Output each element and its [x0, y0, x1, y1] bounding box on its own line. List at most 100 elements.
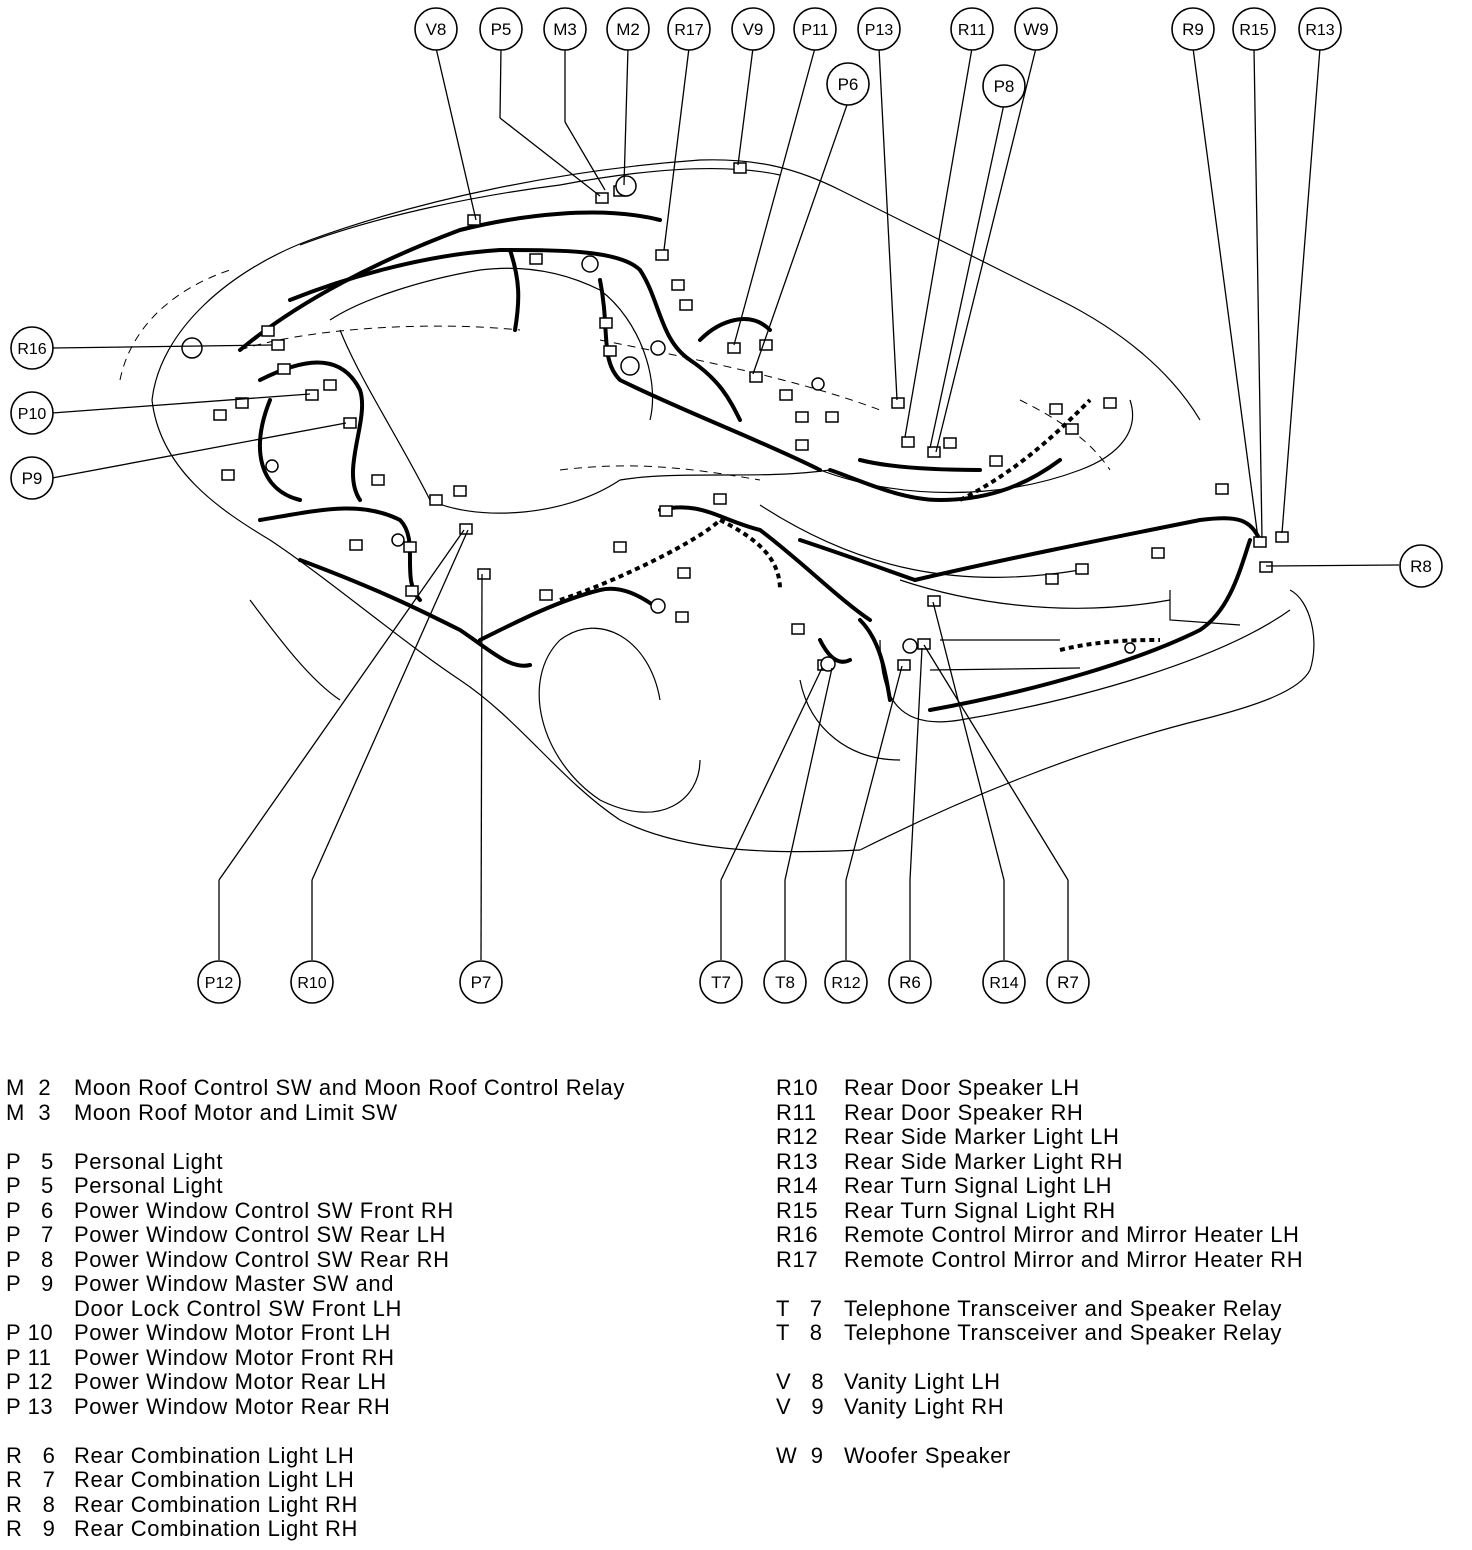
legend-description: Rear Door Speaker RH: [844, 1099, 1084, 1125]
leader-lines: [51, 47, 1400, 961]
callout-p11: P11: [793, 7, 837, 51]
callout-label: P7: [471, 973, 492, 992]
callout-t7: T7: [699, 960, 743, 1004]
callout-label: T8: [775, 973, 795, 992]
callout-circle: [1232, 7, 1276, 51]
callout-p12: P12: [197, 960, 241, 1004]
callout-circle: [10, 456, 54, 500]
legend-code: R14: [776, 1173, 819, 1198]
callout-p5: P5: [479, 7, 523, 51]
callout-r6: R6: [888, 960, 932, 1004]
legend-entry: R 6 Rear Combination Light LH: [6, 1442, 625, 1469]
legend-code: P 11: [6, 1344, 52, 1370]
legend-description: Rear Combination Light RH: [74, 1516, 359, 1541]
legend-entry: R 9 Rear Combination Light RH: [6, 1516, 625, 1542]
legend-entry: P 6 Power Window Control SW Front RH: [6, 1197, 625, 1224]
callout-circle: [197, 960, 241, 1004]
callout-r9: R9: [1171, 7, 1215, 51]
callout-label: R16: [17, 341, 46, 358]
wiring-harness-dashed: [559, 398, 1161, 652]
callout-label: R15: [1239, 22, 1268, 39]
legend-description: Rear Turn Signal Light LH: [844, 1173, 1113, 1198]
callout-circle: [982, 64, 1026, 108]
legend-code: V 9: [776, 1393, 825, 1419]
legend-code: [6, 1297, 74, 1322]
legend-description: Power Window Motor Rear RH: [74, 1393, 391, 1419]
callout-label: P12: [205, 975, 234, 992]
legend-left-column: M 2 Moon Roof Control SW and Moon Roof Co…: [6, 1075, 625, 1542]
legend-entry: V 9 Vanity Light RH: [776, 1393, 1303, 1420]
callout-r12: R12: [824, 960, 868, 1004]
callout-label: V8: [426, 20, 447, 39]
callout-circle: [763, 960, 807, 1004]
legend-code: R16: [776, 1222, 819, 1247]
legend-code: R 6: [6, 1442, 56, 1468]
legend-description: Rear Side Marker Light LH: [844, 1124, 1120, 1149]
callout-label: P9: [22, 469, 43, 488]
callout-r10: R10: [290, 960, 334, 1004]
callout-r8: R8: [1399, 544, 1443, 588]
legend-description: Vanity Light RH: [844, 1393, 1005, 1419]
callout-circle: [731, 7, 775, 51]
legend-description: Power Window Control SW Rear RH: [74, 1246, 450, 1272]
callout-r15: R15: [1232, 7, 1276, 51]
legend-description: Power Window Motor Front LH: [74, 1320, 391, 1345]
legend-description: Door Lock Control SW Front LH: [74, 1295, 402, 1321]
callout-label: R6: [899, 973, 921, 992]
callout-p9: P9: [10, 456, 54, 500]
callout-circle: [950, 7, 994, 51]
legend-code: R17: [776, 1246, 819, 1272]
legend-code: P 7: [6, 1222, 54, 1247]
callout-p6: P6: [826, 62, 870, 106]
legend-description: Moon Roof Motor and Limit SW: [74, 1099, 398, 1125]
legend-code: P 6: [6, 1197, 54, 1223]
callout-v9: V9: [731, 7, 775, 51]
callout-p10: P10: [10, 391, 54, 435]
callout-label: R14: [989, 975, 1018, 992]
legend-entry: Door Lock Control SW Front LH: [6, 1295, 625, 1322]
callout-r16: R16: [10, 326, 54, 370]
legend-description: Personal Light: [74, 1173, 224, 1198]
legend-description: Rear Combination Light LH: [74, 1442, 355, 1468]
callout-circle: [10, 326, 54, 370]
legend-code: P 12: [6, 1369, 54, 1394]
legend-code: P 5: [6, 1148, 54, 1174]
callout-circle: [667, 7, 711, 51]
callout-label: W9: [1023, 20, 1049, 39]
callout-label: T7: [711, 973, 731, 992]
callout-circle: [414, 7, 458, 51]
legend-description: Power Window Control SW Front RH: [74, 1197, 454, 1223]
car-body-outline: [151, 159, 1315, 853]
legend-description: Telephone Transceiver and Speaker Relay: [844, 1320, 1282, 1345]
legend-code: M 2: [6, 1075, 52, 1100]
callout-m2: M2: [606, 7, 650, 51]
callout-circle: [824, 960, 868, 1004]
callout-label: P11: [801, 22, 828, 39]
legend-description: Power Window Master SW and: [74, 1271, 395, 1296]
legend: M 2 Moon Roof Control SW and Moon Roof Co…: [0, 1075, 1472, 1546]
callout-v8: V8: [414, 7, 458, 51]
legend-entry: M 2 Moon Roof Control SW and Moon Roof Co…: [6, 1075, 625, 1101]
legend-code: R 9: [6, 1516, 56, 1541]
legend-code: R13: [776, 1148, 819, 1174]
legend-description: Moon Roof Control SW and Moon Roof Contr…: [74, 1075, 625, 1100]
callout-label: R8: [1410, 557, 1432, 576]
legend-spacer: [6, 1419, 625, 1444]
